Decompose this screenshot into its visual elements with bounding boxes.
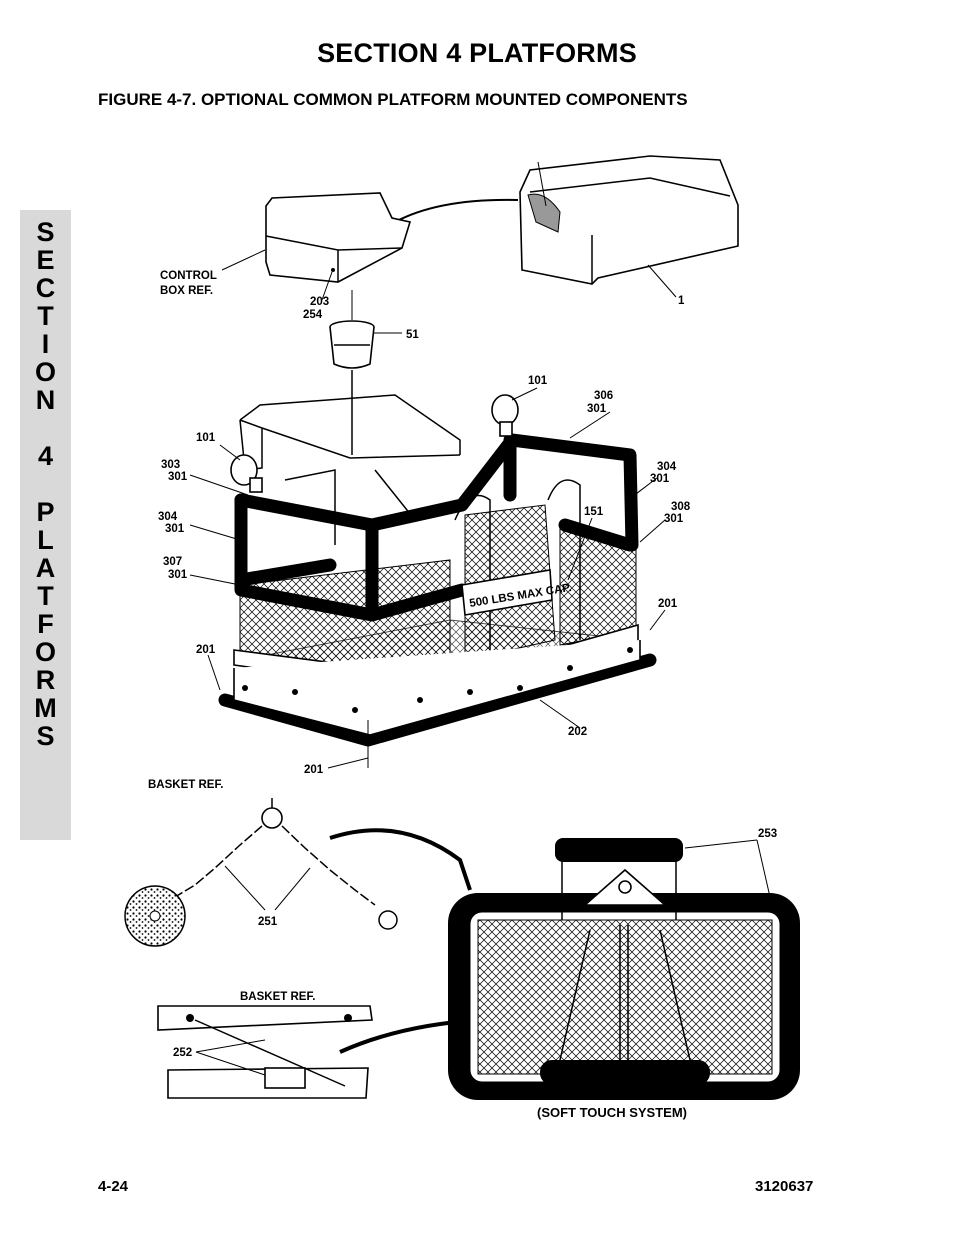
side-tab-letter: P: [36, 497, 55, 527]
callout-303: 303: [161, 459, 180, 471]
chain-assembly: [124, 798, 398, 947]
callout-51: 51: [406, 329, 419, 341]
side-tab-letter: S: [36, 721, 55, 751]
callout-101-top: 101: [528, 375, 548, 387]
callout-252: 252: [173, 1047, 192, 1059]
control-box-cover: [519, 155, 739, 285]
side-tab-letter: I: [41, 329, 50, 359]
callout-301-e: 301: [650, 473, 670, 485]
side-tab-letter: T: [37, 301, 54, 331]
side-tab-letter: R: [35, 665, 56, 695]
gate-arch-right: [547, 479, 581, 640]
callout-301-f: 301: [664, 513, 684, 525]
side-tab-letter: O: [34, 357, 56, 387]
control-box: [265, 192, 412, 283]
side-tab-letter: 4: [37, 441, 54, 471]
callout-304-right: 304: [657, 461, 677, 473]
callout-basket-ref-top: BASKET REF.: [148, 779, 223, 791]
section-side-tab: S E C T I O N 4 P L A T F O R M S: [20, 210, 71, 840]
side-tab-letter: T: [37, 581, 54, 611]
callout-304-left: 304: [158, 511, 178, 523]
callout-201-left: 201: [196, 644, 216, 656]
side-tab-letter: S: [36, 217, 55, 247]
work-light-left: [230, 454, 263, 493]
side-tab-letter: E: [36, 245, 55, 275]
callout-203: 203: [310, 296, 329, 308]
cover-indicator-arrow: [394, 198, 519, 223]
callout-101-left: 101: [196, 432, 216, 444]
callout-301-d: 301: [168, 569, 188, 581]
callout-201-right: 201: [658, 598, 678, 610]
callout-308: 308: [671, 501, 691, 513]
side-tab-letter: O: [34, 637, 56, 667]
gate-arch-left: [454, 494, 491, 660]
callout-202: 202: [568, 726, 587, 738]
section-title: SECTION 4 PLATFORMS: [317, 38, 637, 68]
side-tab-letter: M: [34, 693, 57, 723]
callout-301-c: 301: [165, 523, 185, 535]
callout-307: 307: [163, 556, 182, 568]
callout-basket-ref-mid: BASKET REF.: [240, 991, 315, 1003]
callout-251: 251: [258, 916, 278, 928]
callout-253: 253: [758, 828, 777, 840]
callout-leaders: [189, 249, 771, 1076]
soft-touch-plan-view: [448, 838, 800, 1100]
callout-control-box-ref-line1: CONTROL: [160, 270, 217, 282]
callout-control-box-ref-line2: BOX REF.: [160, 285, 213, 297]
side-tab-letter: N: [35, 385, 56, 415]
soft-touch-caption: (SOFT TOUCH SYSTEM): [537, 1105, 687, 1120]
side-tab-letter: C: [35, 273, 56, 303]
callout-151: 151: [584, 506, 604, 518]
callout-254: 254: [303, 309, 323, 321]
soft-touch-switch-detail: [157, 1005, 373, 1099]
callout-301-a: 301: [587, 403, 607, 415]
callout-306: 306: [594, 390, 613, 402]
callout-301-b: 301: [168, 471, 188, 483]
callout-201-bottom: 201: [304, 764, 324, 776]
beacon-light: [329, 290, 375, 369]
chain-indicator-arrow: [329, 828, 472, 891]
figure-title: FIGURE 4-7. OPTIONAL COMMON PLATFORM MOU…: [98, 90, 688, 109]
side-tab-letter: F: [37, 609, 54, 639]
side-tab-letter: L: [37, 525, 54, 555]
callout-1: 1: [678, 295, 685, 307]
page-number: 4-24: [98, 1178, 129, 1195]
rail-padding: [234, 433, 639, 622]
work-light-right: [491, 394, 519, 437]
side-tab-letter: A: [35, 553, 56, 583]
document-number: 3120637: [755, 1178, 814, 1195]
